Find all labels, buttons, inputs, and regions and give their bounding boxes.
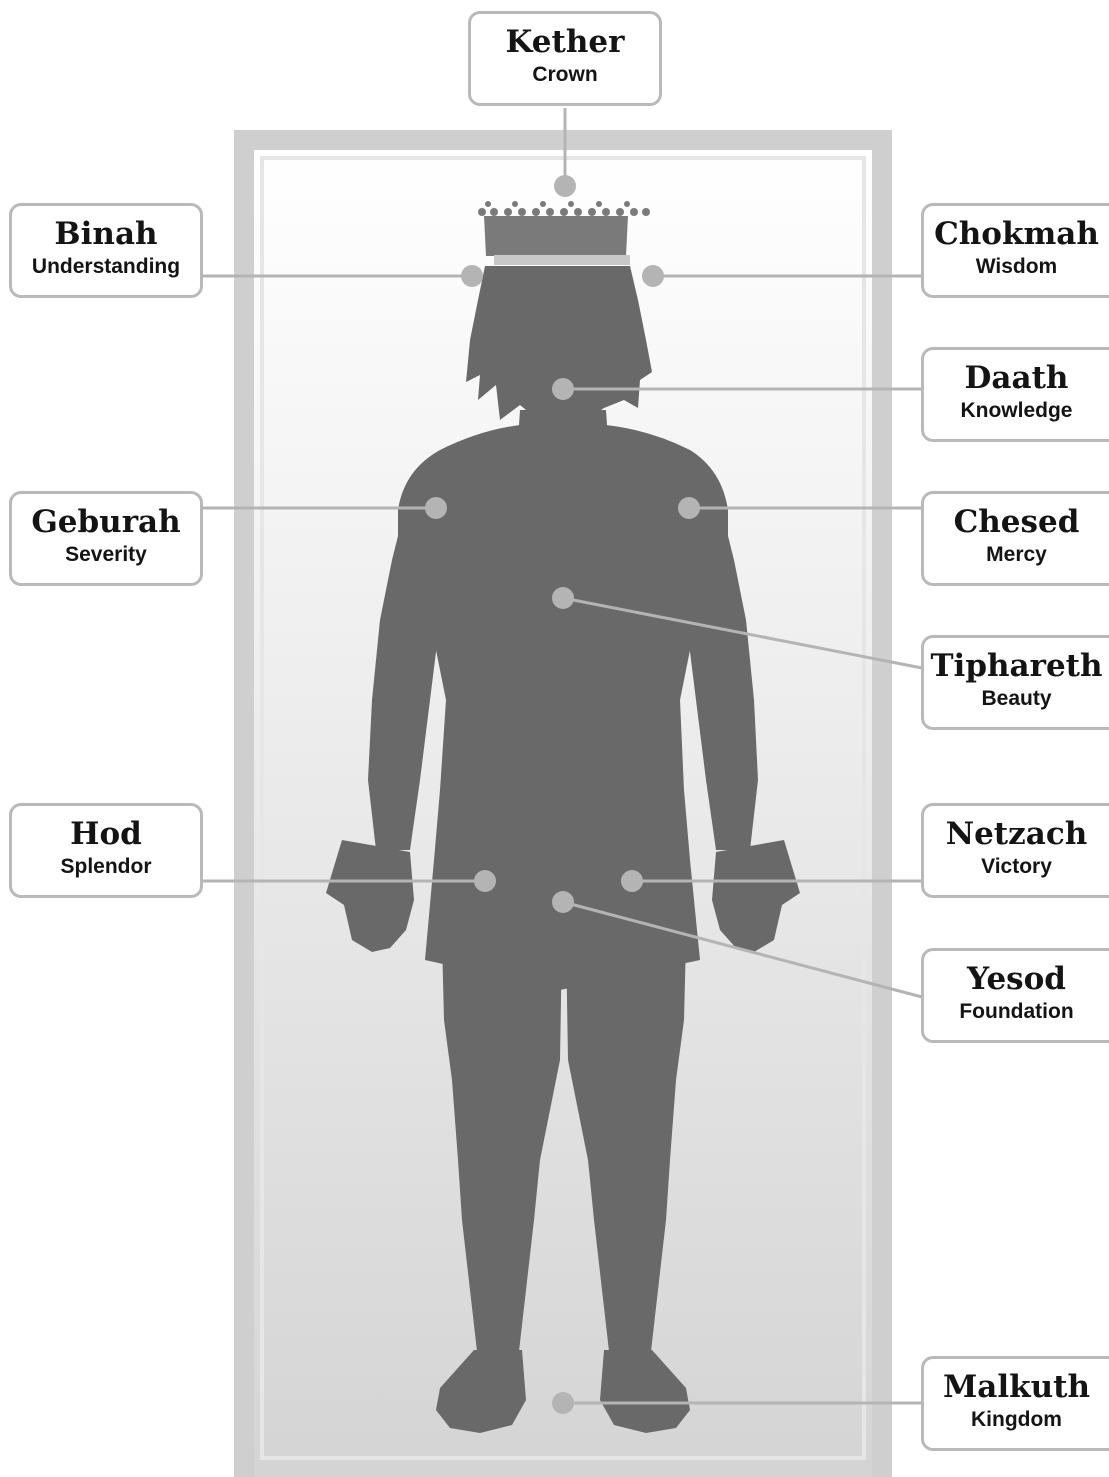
- dot-tiphareth: [552, 587, 574, 609]
- sephira-meaning: Beauty: [924, 686, 1109, 712]
- card-yesod: Yesod Foundation: [921, 948, 1109, 1043]
- card-binah: Binah Understanding: [9, 203, 203, 298]
- sephira-meaning: Mercy: [924, 542, 1109, 568]
- dot-geburah: [425, 497, 447, 519]
- card-hod: Hod Splendor: [9, 803, 203, 898]
- dot-malkuth: [552, 1392, 574, 1414]
- card-chesed: Chesed Mercy: [921, 491, 1109, 586]
- sephira-name: Chokmah: [924, 216, 1109, 252]
- card-malkuth: Malkuth Kingdom: [921, 1356, 1109, 1451]
- sephira-name: Hod: [12, 816, 200, 852]
- sephira-meaning: Knowledge: [924, 398, 1109, 424]
- sephira-name: Daath: [924, 360, 1109, 396]
- sephira-meaning: Splendor: [12, 854, 200, 880]
- sephira-meaning: Understanding: [12, 254, 200, 280]
- sephira-meaning: Kingdom: [924, 1407, 1109, 1433]
- sephira-meaning: Foundation: [924, 999, 1109, 1025]
- sephira-meaning: Wisdom: [924, 254, 1109, 280]
- dot-chokmah: [642, 265, 664, 287]
- card-netzach: Netzach Victory: [921, 803, 1109, 898]
- sephira-name: Yesod: [924, 961, 1109, 997]
- dot-kether: [554, 175, 576, 197]
- card-chokmah: Chokmah Wisdom: [921, 203, 1109, 298]
- dot-hod: [474, 870, 496, 892]
- sephira-meaning: Victory: [924, 854, 1109, 880]
- sephira-name: Chesed: [924, 504, 1109, 540]
- sephira-name: Binah: [12, 216, 200, 252]
- sephira-name: Netzach: [924, 816, 1109, 852]
- sephira-meaning: Severity: [12, 542, 200, 568]
- dot-netzach: [621, 870, 643, 892]
- dot-daath: [552, 378, 574, 400]
- sephira-name: Tiphareth: [924, 648, 1109, 684]
- sephira-meaning: Crown: [471, 62, 659, 88]
- dot-binah: [461, 265, 483, 287]
- card-daath: Daath Knowledge: [921, 347, 1109, 442]
- dot-chesed: [678, 497, 700, 519]
- dot-yesod: [552, 891, 574, 913]
- card-kether: Kether Crown: [468, 11, 662, 106]
- card-geburah: Geburah Severity: [9, 491, 203, 586]
- sephira-name: Kether: [471, 24, 659, 60]
- sephira-name: Geburah: [12, 504, 200, 540]
- card-tiphareth: Tiphareth Beauty: [921, 635, 1109, 730]
- sephira-name: Malkuth: [924, 1369, 1109, 1405]
